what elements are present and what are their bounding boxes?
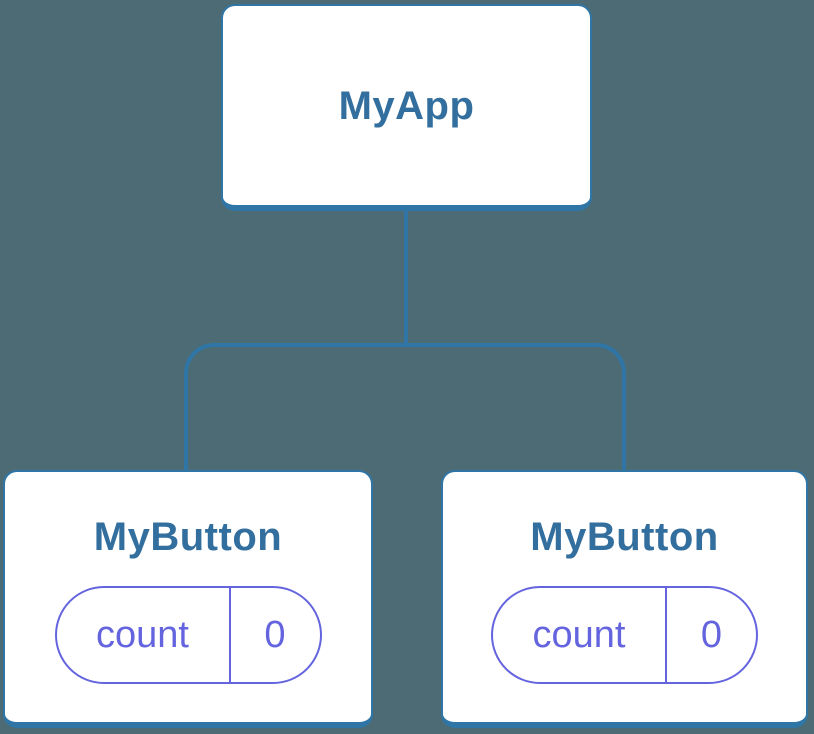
root-component-label: MyApp bbox=[338, 83, 475, 128]
tree-stem-connector bbox=[404, 208, 408, 345]
state-key: count bbox=[493, 588, 667, 682]
child-component-label: MyButton bbox=[93, 515, 283, 559]
child-component-card-right: MyButton count 0 bbox=[441, 470, 808, 728]
state-pill: count 0 bbox=[491, 586, 758, 684]
child-component-card-left: MyButton count 0 bbox=[3, 470, 373, 728]
child-component-label: MyButton bbox=[530, 515, 719, 559]
state-value: 0 bbox=[700, 613, 723, 656]
state-key: count bbox=[57, 588, 231, 682]
root-component-card: MyApp bbox=[221, 4, 592, 211]
state-pill: count 0 bbox=[54, 586, 322, 684]
tree-branch-connector bbox=[184, 343, 626, 470]
state-value: 0 bbox=[264, 613, 286, 656]
